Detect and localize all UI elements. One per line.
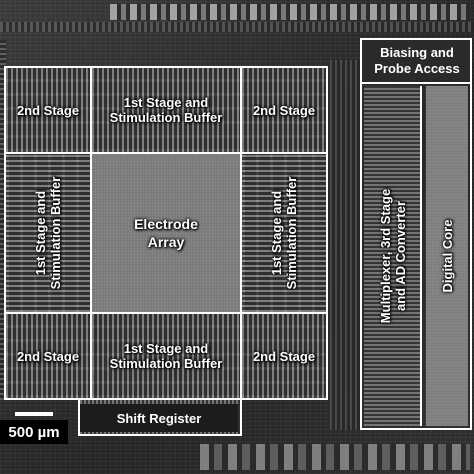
block-multiplexer [364,86,422,426]
bond-pads-top [110,4,470,20]
interconnect-routing [330,60,360,430]
interconnect-left [0,40,6,400]
scale-bar [15,412,53,416]
label-multiplexer: Multiplexer, 3rd Stage and AD Converter [378,188,408,324]
block-2nd-stage-bottom-left [4,312,92,400]
scale-label: 500 µm [0,420,68,444]
block-right-column [360,82,472,430]
label-digital-core: Digital Core [439,219,455,293]
label-1st-stage-right: 1st Stage and Stimulation Buffer [269,176,299,290]
block-1st-stage-right [240,152,328,314]
label-1st-stage-left: 1st Stage and Stimulation Buffer [33,176,63,290]
label-2nd-stage-top-left: 2nd Stage [16,102,80,118]
label-1st-stage-top: 1st Stage and Stimulation Buffer [109,95,223,125]
label-2nd-stage-bottom-left: 2nd Stage [16,348,80,364]
block-digital-core [426,86,468,426]
block-1st-stage-top [90,66,242,154]
bond-pads-bottom [200,444,470,470]
interconnect-top [0,22,474,32]
block-electrode-array [90,152,242,314]
label-2nd-stage-bottom-right: 2nd Stage [252,348,316,364]
label-electrode-array: Electrode Array [134,216,198,250]
block-1st-stage-bottom [90,312,242,400]
label-1st-stage-bottom: 1st Stage and Stimulation Buffer [109,341,223,371]
label-biasing: Biasing and Probe Access [364,42,470,80]
block-2nd-stage-bottom-right [240,312,328,400]
block-2nd-stage-top-left [4,66,92,154]
label-2nd-stage-top-right: 2nd Stage [252,102,316,118]
label-shift-register: Shift Register [80,404,238,432]
